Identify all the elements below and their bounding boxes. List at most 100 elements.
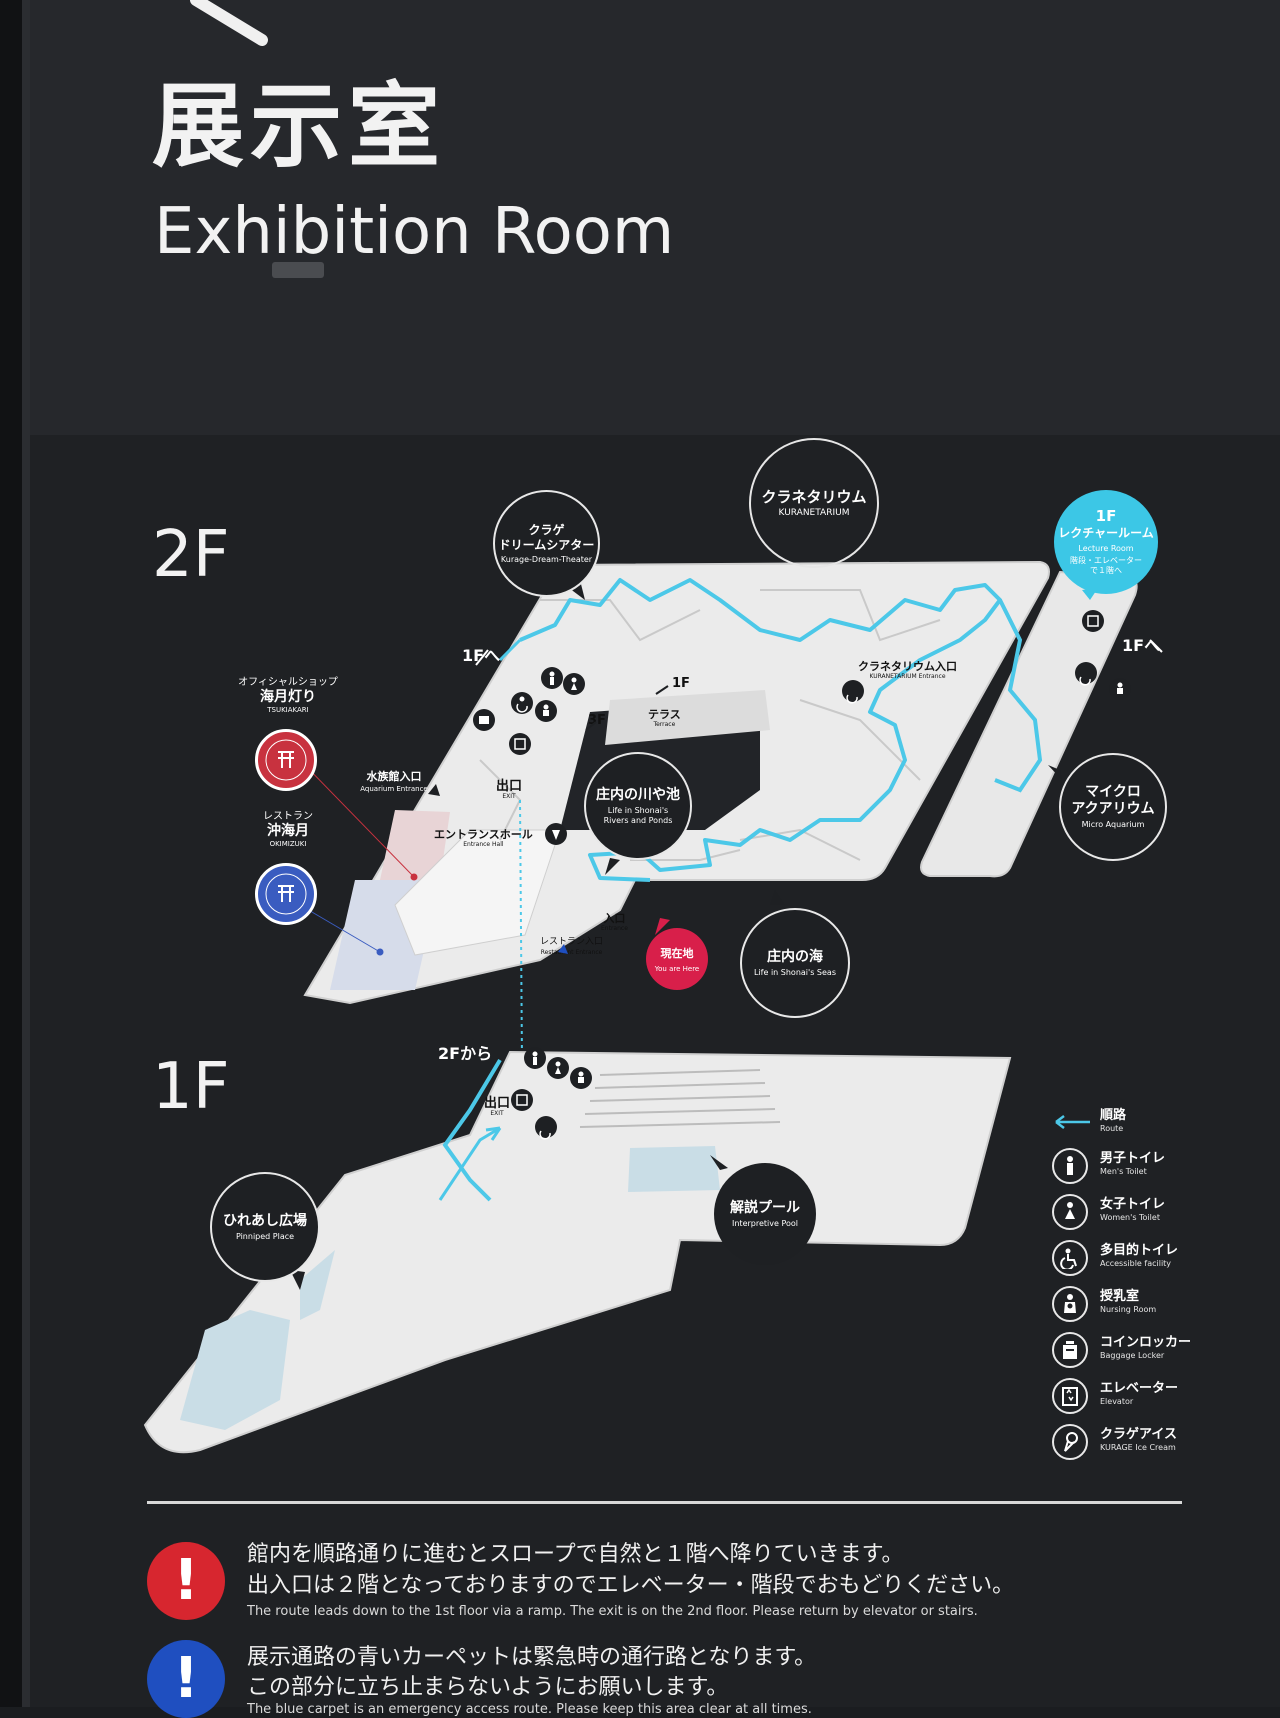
- label-aquarium-entrance-jp: 水族館入口: [366, 770, 422, 783]
- map-elevator-icon: [511, 1089, 533, 1111]
- shop-name: 海月灯り: [260, 689, 316, 705]
- label-entrance: 入口 Entrance: [601, 912, 628, 933]
- legend-womens-toilet-jp: 女子トイレ: [1100, 1197, 1166, 1212]
- map-accessible-icon: [1075, 662, 1097, 684]
- notice-1-line-2: 出入口は２階となっておりますのでエレベーター・階段でおもどりください。: [247, 1573, 1015, 1598]
- restaurant-name: 沖海月: [267, 823, 309, 839]
- legend-mens-toilet-en: Men's Toilet: [1100, 1167, 1147, 1176]
- legend-item-elevator: エレベーター Elevator: [1052, 1378, 1272, 1418]
- bubble-lecture-subtitle: Lecture Room: [1078, 544, 1134, 553]
- bubble-seas-subtitle: Life in Shonai's Seas: [753, 967, 836, 977]
- bubble-kuranetarium-subtitle: KURANETARIUM: [778, 507, 850, 518]
- label-entrance-hall-en: Entrance Hall: [463, 841, 504, 848]
- legend-accessible-jp: 多目的トイレ: [1100, 1243, 1179, 1258]
- legend-nursing-jp: 授乳室: [1100, 1289, 1140, 1304]
- bubble-rivers-title: 庄内の川や池: [596, 786, 680, 803]
- notice-1-line-1: 館内を順路通りに進むとスロープで自然と１階へ降りていきます。: [247, 1542, 904, 1567]
- bubble-dream-theater-title: クラゲ ドリームシアター: [498, 522, 595, 552]
- label-aquarium-entrance: 水族館入口 Aquarium Entrance: [356, 768, 432, 794]
- bubble-lecture-title: レクチャールーム: [1058, 526, 1154, 540]
- bubble-pinniped-place[interactable]: ひれあし広場 Pinniped Place: [210, 1172, 320, 1282]
- floor-1f: [143, 1050, 1012, 1454]
- legend-elevator-en: Elevator: [1100, 1397, 1134, 1406]
- bubble-rivers-subtitle: Life in Shonai's Rivers and Ponds: [603, 805, 673, 825]
- legend-item-accessible: 多目的トイレ Accessible facility: [1052, 1240, 1272, 1280]
- legend-item-ice-cream: クラゲアイス KURAGE Ice Cream: [1052, 1424, 1272, 1464]
- label-exit-2f-jp: 出口: [496, 779, 523, 794]
- you-are-here-title: 現在地: [660, 946, 694, 960]
- you-are-here-marker: 現在地 You are Here: [646, 928, 708, 990]
- label-exit-1f: 出口 EXIT: [484, 1097, 510, 1118]
- route-arrow-icon: [1055, 1115, 1090, 1129]
- label-terrace: テラス Terrace: [648, 708, 681, 729]
- floor-label-1f: 1F: [152, 1050, 230, 1124]
- floor-label-2f: 2F: [152, 518, 230, 592]
- restaurant-label: レストラン 沖海月 OKIMIZUKI: [246, 811, 330, 849]
- label-restaurant-entrance-jp: レストラン入口: [540, 937, 604, 947]
- accessible-icon: [1052, 1240, 1088, 1276]
- label-to-1f-left: 1Fへ: [462, 646, 501, 665]
- legend-item-nursing: 授乳室 Nursing Room: [1052, 1286, 1272, 1326]
- legend-route-en: Route: [1100, 1124, 1124, 1133]
- label-entrance-hall: エントランスホール Entrance Hall: [434, 828, 533, 849]
- bubble-pool-subtitle: Interpretive Pool: [732, 1218, 798, 1228]
- legend-ice-cream-en: KURAGE Ice Cream: [1100, 1443, 1176, 1452]
- title-english: Exhibition Room: [154, 195, 675, 269]
- map-accessible-icon: [842, 680, 864, 702]
- mens-toilet-icon: [1052, 1148, 1088, 1184]
- elevator-icon: [1052, 1378, 1088, 1414]
- label-aquarium-entrance-en: Aquarium Entrance: [360, 785, 428, 793]
- ice-cream-icon: [1052, 1424, 1088, 1460]
- bubble-dream-theater[interactable]: クラゲ ドリームシアター Kurage-Dream-Theater: [493, 490, 600, 597]
- label-kuranetarium-entrance: クラネタリウム入口 KURANETARIUM Entrance: [858, 660, 957, 681]
- bubble-kuranetarium-title: クラネタリウム: [761, 487, 867, 506]
- warning-icon: !: [147, 1542, 225, 1620]
- map-elevator-icon: [509, 733, 531, 755]
- legend-locker-en: Baggage Locker: [1100, 1351, 1165, 1360]
- notice-2-line-2: この部分に立ち止まらないようにお願いします。: [247, 1675, 729, 1700]
- shop-label: オフィシャルショップ 海月灯り TSUKIAKARI: [230, 677, 346, 715]
- legend-item-locker: コインロッカー Baggage Locker: [1052, 1332, 1272, 1372]
- label-terrace-en: Terrace: [653, 721, 676, 728]
- bubble-shonai-rivers[interactable]: 庄内の川や池 Life in Shonai's Rivers and Ponds: [584, 752, 692, 860]
- bubble-shonai-seas[interactable]: 庄内の海 Life in Shonai's Seas: [740, 908, 850, 1018]
- label-kura-entrance-en: KURANETARIUM Entrance: [869, 673, 946, 680]
- bubble-micro-title: マイクロ アクアリウム: [1071, 784, 1155, 817]
- map-elevator-icon: [1082, 610, 1104, 632]
- legend-item-womens-toilet: 女子トイレ Women's Toilet: [1052, 1194, 1272, 1234]
- label-restaurant-entrance: レストラン入口 Restaurant Entrance: [540, 936, 603, 957]
- legend-nursing-en: Nursing Room: [1100, 1305, 1157, 1314]
- label-restaurant-entrance-en: Restaurant Entrance: [540, 949, 603, 956]
- divider-line: [147, 1501, 1182, 1504]
- upper-panel: [30, 0, 1280, 435]
- map-accessible-icon: [511, 692, 533, 714]
- womens-toilet-icon: [1052, 1194, 1088, 1230]
- bubble-micro-aquarium[interactable]: マイクロ アクアリウム Micro Aquarium: [1059, 753, 1167, 861]
- legend-ice-cream-jp: クラゲアイス: [1100, 1427, 1177, 1442]
- shop-logo: [255, 729, 317, 791]
- info-icon: !: [147, 1640, 225, 1718]
- legend-mens-toilet-jp: 男子トイレ: [1100, 1151, 1166, 1166]
- legend-item-mens-toilet: 男子トイレ Men's Toilet: [1052, 1148, 1272, 1188]
- restaurant-name-en: OKIMIZUKI: [269, 840, 307, 848]
- notice-2-line-1: 展示通路の青いカーペットは緊急時の通行路となります。: [247, 1645, 817, 1670]
- map-accessible-icon: [535, 1116, 557, 1138]
- legend-route-jp: 順路: [1100, 1108, 1127, 1123]
- bubble-interpretive-pool[interactable]: 解説プール Interpretive Pool: [714, 1163, 816, 1265]
- bubble-kuranetarium[interactable]: クラネタリウム KURANETARIUM: [752, 441, 876, 565]
- bubble-dream-theater-subtitle: Kurage-Dream-Theater: [500, 554, 593, 564]
- restaurant-logo: [255, 863, 317, 925]
- title-japanese: 展示室: [152, 73, 447, 180]
- bubble-lecture-room[interactable]: 1F レクチャールーム Lecture Room 階段・エレベーター で１階へ: [1054, 490, 1158, 594]
- legend-elevator-jp: エレベーター: [1100, 1381, 1179, 1396]
- legend-womens-toilet-en: Women's Toilet: [1100, 1213, 1160, 1222]
- nursing-icon: [1052, 1286, 1088, 1322]
- restaurant-category: レストラン: [263, 811, 313, 822]
- shop-category: オフィシャルショップ: [238, 677, 338, 688]
- bubble-pinniped-title: ひれあし広場: [223, 1212, 307, 1229]
- bubble-lecture-note: 階段・エレベーター で１階へ: [1070, 556, 1142, 575]
- bubble-pinniped-subtitle: Pinniped Place: [235, 1231, 295, 1241]
- bubble-micro-subtitle: Micro Aquarium: [1081, 820, 1145, 829]
